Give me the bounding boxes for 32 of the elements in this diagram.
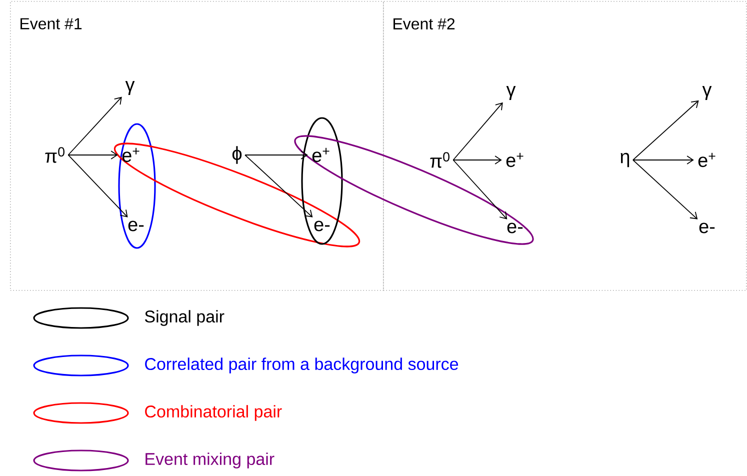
- particle-label: e$^{+}$: [506, 152, 524, 168]
- particle-label: γ: [702, 86, 712, 100]
- legend-text: Signal pair: [144, 310, 224, 326]
- particle-label: π$^{0}$: [45, 147, 64, 163]
- particle-label: e$^{+}$: [698, 152, 716, 168]
- arrow: [68, 154, 128, 218]
- arrow: [632, 156, 694, 164]
- arrow: [632, 160, 698, 220]
- legend-text: Combinatorial pair: [145, 405, 282, 421]
- particle-label: γ: [506, 86, 516, 100]
- arrow: [452, 156, 502, 164]
- particle-label: e-: [128, 220, 144, 232]
- panel-heading: Event #1: [20, 18, 82, 30]
- arrow: [452, 102, 503, 160]
- particle-label: π$^{0}$: [430, 152, 450, 168]
- particle-label: γ: [125, 81, 135, 95]
- arrow: [68, 150, 118, 160]
- arrow: [632, 100, 699, 160]
- particle-label: e$^{+}$: [312, 148, 330, 162]
- arrow: [244, 154, 313, 218]
- arrow: [68, 96, 122, 156]
- particle-label: η: [620, 152, 630, 168]
- particle-label: e-: [507, 222, 523, 234]
- particle-label: e$^{+}$: [122, 148, 140, 162]
- particle-label: e-: [699, 222, 715, 234]
- arrow: [244, 150, 308, 160]
- legend-text: Correlated pair from a background source: [145, 358, 458, 374]
- particle-label: ϕ: [232, 146, 242, 164]
- arrow: [452, 160, 508, 220]
- legend-text: Event mixing pair: [146, 452, 274, 468]
- particle-label: e-: [314, 220, 330, 232]
- panel-heading: Event #2: [394, 18, 455, 30]
